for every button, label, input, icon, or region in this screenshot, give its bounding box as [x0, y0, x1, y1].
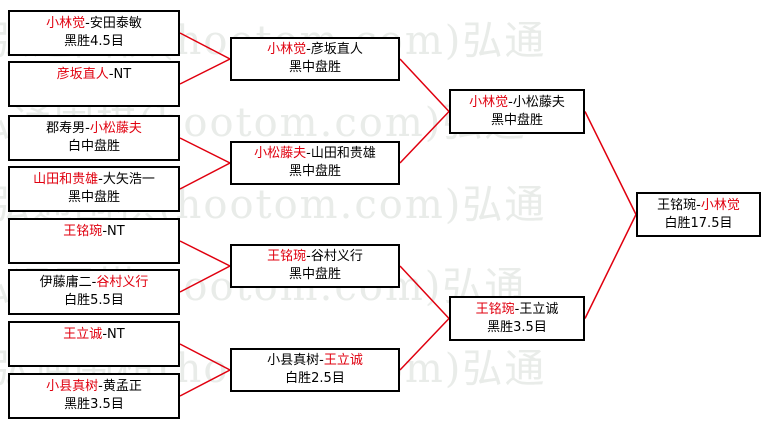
match-players: 小林觉-彦坂直人: [267, 41, 363, 59]
player-name: 伊藤庸二: [39, 275, 92, 290]
vs-dash: -: [102, 224, 108, 239]
match-box-r1-4: 山田和贵雄-大矢浩一黑中盘胜: [8, 166, 180, 212]
connector-line: [584, 111, 637, 319]
match-box-r2-4: 小县真树-王立诚白胜2.5目: [230, 348, 400, 392]
match-result: 黑胜3.5目: [64, 397, 124, 412]
vs-dash: -: [85, 121, 90, 136]
vs-dash: -: [306, 42, 311, 57]
match-box-r3-1: 小林觉-小松藤夫黑中盘胜: [449, 89, 585, 134]
player-name: 小县真树: [46, 379, 99, 394]
vs-dash: -: [319, 353, 324, 368]
match-box-r1-6: 伊藤庸二-谷村义行白胜5.5目: [8, 269, 180, 315]
connector-line: [179, 137, 232, 190]
match-players: 伊藤庸二-谷村义行: [40, 274, 149, 292]
match-players: 小县真树-黄孟正: [46, 378, 142, 396]
match-box-r1-7: 王立诚-NT: [8, 321, 180, 367]
connector-line: [179, 240, 232, 293]
vs-dash: -: [85, 16, 90, 31]
player-name: 王铭琬: [267, 249, 307, 264]
player-name: 小林觉: [469, 94, 509, 110]
match-players: 彦坂直人-NT: [57, 66, 131, 84]
match-box-r1-2: 彦坂直人-NT: [8, 61, 180, 107]
match-box-r1-8: 小县真树-黄孟正黑胜3.5目: [8, 373, 180, 419]
player-name: 王铭琬: [657, 197, 697, 213]
match-result: 黑中盘胜: [288, 267, 341, 282]
match-box-r2-1: 小林觉-彦坂直人黑中盘胜: [230, 37, 400, 81]
match-players: 小县真树-王立诚: [267, 352, 363, 370]
player-name: 彦坂直人: [310, 42, 363, 57]
match-players: 王铭琬-王立诚: [476, 301, 559, 319]
match-result: 黑中盘胜: [288, 164, 341, 179]
connector-line: [399, 265, 451, 371]
connector-line: [179, 32, 232, 85]
player-name: 谷村义行: [96, 275, 149, 290]
player-name: 山田和贵雄: [310, 146, 376, 161]
match-players: 郡寿男-小松藤夫: [46, 120, 142, 138]
player-name: 小松藤夫: [89, 121, 142, 136]
player-name: 小松藤夫: [254, 146, 307, 161]
vs-dash: -: [98, 379, 103, 394]
match-result: 白胜17.5目: [664, 215, 733, 231]
match-result: 黑中盘胜: [490, 112, 543, 128]
player-name: 彦坂直人: [56, 67, 109, 82]
match-players: 小林觉-安田泰敏: [46, 15, 142, 33]
match-box-r1-1: 小林觉-安田泰敏黑胜4.5目: [8, 10, 180, 56]
player-name: 小松藤夫: [512, 94, 565, 110]
player-name: 大矢浩一: [102, 172, 155, 187]
match-box-r3-2: 王铭琬-王立诚黑胜3.5目: [449, 296, 585, 341]
match-box-r2-2: 小松藤夫-山田和贵雄黑中盘胜: [230, 141, 400, 185]
player-name: 小林觉: [267, 42, 307, 57]
match-players: 王铭琬-小林觉: [657, 197, 740, 215]
match-box-r1-5: 王铭琬-NT: [8, 218, 180, 264]
vs-dash: -: [514, 301, 520, 317]
player-name: NT: [113, 67, 132, 82]
vs-dash: -: [108, 67, 114, 82]
vs-dash: -: [696, 197, 701, 213]
match-players: 小松藤夫-山田和贵雄: [254, 145, 376, 163]
match-players: 王铭琬-NT: [63, 223, 124, 241]
match-result: 黑胜4.5目: [64, 34, 124, 49]
vs-dash: -: [508, 94, 513, 110]
match-box-r1-3: 郡寿男-小松藤夫白中盘胜: [8, 115, 180, 161]
player-name: NT: [107, 327, 125, 342]
connector-line: [399, 58, 451, 164]
player-name: 黄孟正: [102, 379, 142, 394]
player-name: 王铭琬: [475, 301, 515, 317]
connector-line: [179, 343, 232, 397]
match-box-r2-3: 王铭琬-谷村义行黑中盘胜: [230, 244, 400, 288]
vs-dash: -: [91, 275, 97, 290]
player-name: 王铭琬: [63, 224, 103, 239]
player-name: 小县真树: [267, 353, 320, 368]
match-result: 黑中盘胜: [288, 60, 341, 75]
vs-dash: -: [98, 172, 103, 187]
match-box-final: 王铭琬-小林觉白胜17.5目: [636, 192, 761, 237]
player-name: 山田和贵雄: [33, 172, 99, 187]
player-name: 郡寿男: [46, 121, 86, 136]
vs-dash: -: [306, 146, 311, 161]
match-result: 黑胜3.5目: [487, 319, 547, 335]
match-result: 白胜2.5目: [285, 371, 345, 386]
player-name: 王立诚: [323, 353, 363, 368]
vs-dash: -: [306, 249, 311, 264]
player-name: 小林觉: [46, 16, 86, 31]
vs-dash: -: [102, 327, 108, 342]
player-name: 王立诚: [63, 327, 103, 342]
player-name: 安田泰敏: [89, 16, 142, 31]
match-result: 黑中盘胜: [67, 190, 120, 205]
match-players: 王立诚-NT: [63, 326, 124, 344]
match-players: 小林觉-小松藤夫: [469, 94, 565, 112]
match-players: 山田和贵雄-大矢浩一: [33, 171, 155, 189]
player-name: 谷村义行: [310, 249, 363, 264]
match-result: 白胜5.5目: [64, 293, 124, 308]
player-name: NT: [107, 224, 125, 239]
match-result: 白中盘胜: [67, 139, 120, 154]
match-players: 王铭琬-谷村义行: [267, 248, 363, 266]
player-name: 王立诚: [519, 301, 559, 317]
player-name: 小林觉: [700, 197, 740, 213]
